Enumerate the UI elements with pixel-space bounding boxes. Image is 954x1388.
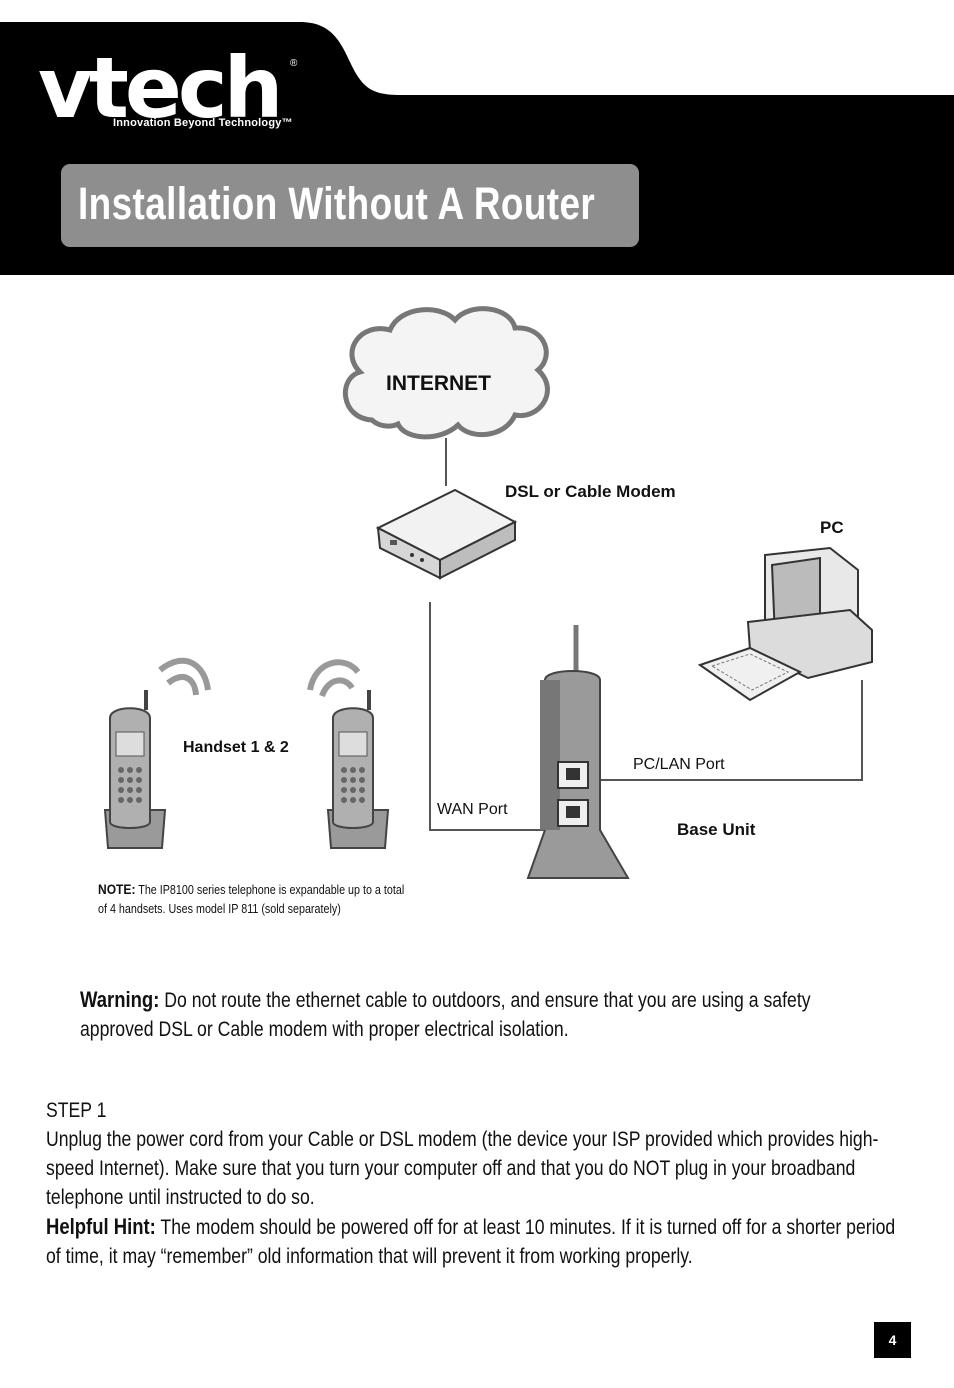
helpful-hint: Helpful Hint: The modem should be powere… (46, 1212, 903, 1271)
base-unit-label: Base Unit (677, 820, 755, 840)
warning-text: Do not route the ethernet cable to outdo… (80, 989, 811, 1041)
handset-2-icon (310, 662, 388, 848)
step-1-text: Unplug the power cord from your Cable or… (46, 1125, 903, 1212)
page-number: 4 (874, 1322, 911, 1358)
helpful-hint-label: Helpful Hint: (46, 1214, 156, 1239)
wan-cable (430, 602, 558, 830)
pc-lan-port-label: PC/LAN Port (633, 756, 725, 774)
note: NOTE: The IP8100 series telephone is exp… (98, 880, 408, 919)
modem-label: DSL or Cable Modem (505, 482, 676, 502)
warning-paragraph: Warning: Do not route the ethernet cable… (80, 985, 878, 1044)
helpful-hint-text: The modem should be powered off for at l… (46, 1216, 895, 1268)
lan-cable (590, 680, 862, 780)
wan-port-label: WAN Port (437, 801, 508, 819)
internet-label: INTERNET (386, 372, 491, 396)
step-1-heading: STEP 1 (46, 1096, 903, 1125)
pc-label: PC (820, 518, 844, 538)
handset-label: Handset 1 & 2 (183, 739, 289, 757)
note-label: NOTE: (98, 881, 135, 897)
note-text: The IP8100 series telephone is expandabl… (98, 883, 404, 916)
warning-label: Warning: (80, 987, 159, 1012)
step-1-section: STEP 1 Unplug the power cord from your C… (46, 1096, 903, 1271)
modem-icon (378, 490, 515, 578)
pc-icon (700, 548, 872, 700)
base-unit-icon (528, 625, 628, 878)
